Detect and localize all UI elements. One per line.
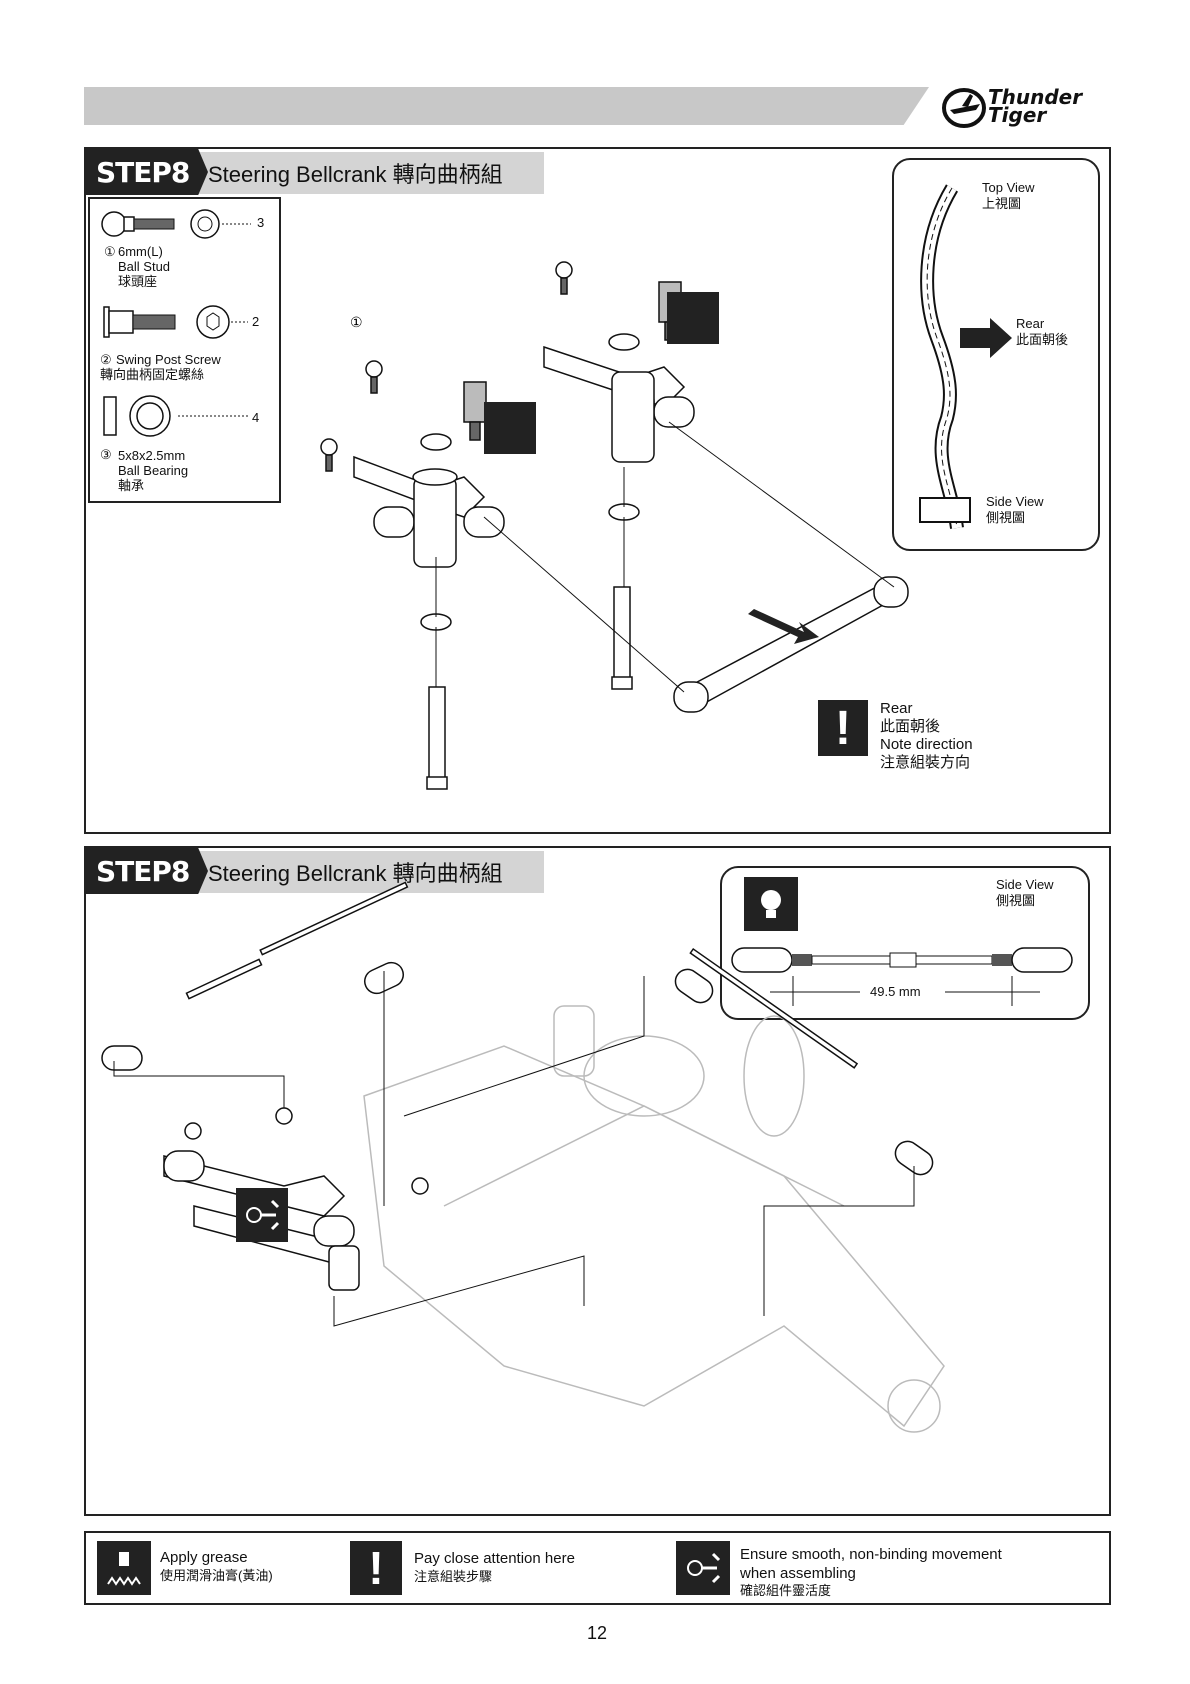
step-badge: STEP8: [86, 149, 208, 195]
callout-1: ①: [350, 314, 363, 330]
brand-line1: Thunder: [988, 85, 1083, 109]
part-name-3-zh: 軸承: [118, 478, 145, 493]
note-rear-zh: 此面朝後: [880, 718, 941, 735]
part-name-2a: Swing Post Screw: [116, 352, 221, 367]
top-view-label: Top View: [982, 180, 1035, 195]
side-view-2-label: Side View: [996, 877, 1054, 892]
part-qty-3: 4: [252, 410, 260, 425]
legend-movement-label-zh: 確認組件靈活度: [740, 1583, 832, 1598]
length-measurement: 49.5 mm: [870, 984, 921, 999]
part-num-1: ①: [104, 244, 116, 259]
page-number: 12: [587, 1623, 608, 1643]
part-num-2: ②: [100, 352, 112, 367]
legend-movement-label2: when assembling: [740, 1565, 856, 1582]
legend-grease-label-zh: 使用潤滑油膏(黃油): [160, 1568, 273, 1583]
step-title: Steering Bellcrank 轉向曲柄組: [180, 152, 544, 194]
brand-logo: Thunder Tiger: [940, 84, 1110, 136]
step-panel-bottom: [84, 846, 1111, 1516]
legend-grease-label: Apply grease: [160, 1549, 248, 1566]
legend-attention-label: Pay close attention here: [414, 1550, 575, 1567]
legend-box: [84, 1531, 1111, 1605]
step-title-text: Steering Bellcrank 轉向曲柄組: [208, 162, 503, 187]
note-direction: Note direction: [880, 736, 973, 753]
note-rear: Rear: [880, 700, 913, 717]
plane-icon: [942, 88, 986, 128]
part-name-1a: 6mm(L): [118, 244, 163, 259]
grease-icon: [97, 1541, 151, 1595]
smooth-movement-icon: [236, 1188, 288, 1242]
legend-attention-label-zh: 注意組裝步驟: [414, 1569, 493, 1584]
brand-line2: Tiger: [988, 103, 1047, 127]
part-name-3a: 5x8x2.5mm: [118, 448, 186, 463]
part-name-2-zh: 轉向曲柄固定螺絲: [100, 367, 205, 382]
turnbuckle-diagram: [731, 947, 1073, 1006]
part-qty-2: 2: [252, 314, 260, 329]
top-view-label-zh: 上視圖: [982, 196, 1022, 211]
parts-list: [88, 197, 281, 503]
part-qty-1: 3: [257, 215, 265, 230]
bellcrank-exploded-diagram: ①: [320, 261, 909, 790]
note-direction-zh: 注意組裝方向: [880, 754, 971, 771]
side-view-2-label-zh: 側視圖: [996, 893, 1036, 908]
step-title-2-text: Steering Bellcrank 轉向曲柄組: [208, 861, 503, 886]
top-view-diagram: [919, 184, 1012, 529]
attention-legend-icon: !: [350, 1541, 402, 1595]
legend-movement-label: Ensure smooth, non-binding movement: [740, 1546, 1002, 1563]
part-name-1b: Ball Stud: [118, 259, 171, 274]
view-rear-label: Rear: [1016, 316, 1045, 331]
step-title-2: Steering Bellcrank 轉向曲柄組: [180, 851, 544, 893]
view-rear-label-zh: 此面朝後: [1016, 332, 1069, 347]
step-badge-2: STEP8: [86, 848, 208, 894]
side-view-label-zh: 側視圖: [986, 510, 1026, 525]
movement-legend-icon: [676, 1541, 730, 1595]
side-view-label: Side View: [986, 494, 1044, 509]
part-num-3: ③: [100, 447, 112, 462]
step-panel-top: [84, 147, 1111, 834]
part-name-3b: Ball Bearing: [118, 463, 189, 478]
header-bar: [84, 87, 929, 125]
chassis-assembly-diagram: [101, 881, 945, 1433]
attention-icon: !: [818, 700, 868, 756]
parts-drawings: [101, 209, 251, 437]
part-name-1-zh: 球頭座: [118, 274, 158, 289]
lightbulb-icon: [744, 877, 798, 931]
view-box: [892, 158, 1100, 551]
